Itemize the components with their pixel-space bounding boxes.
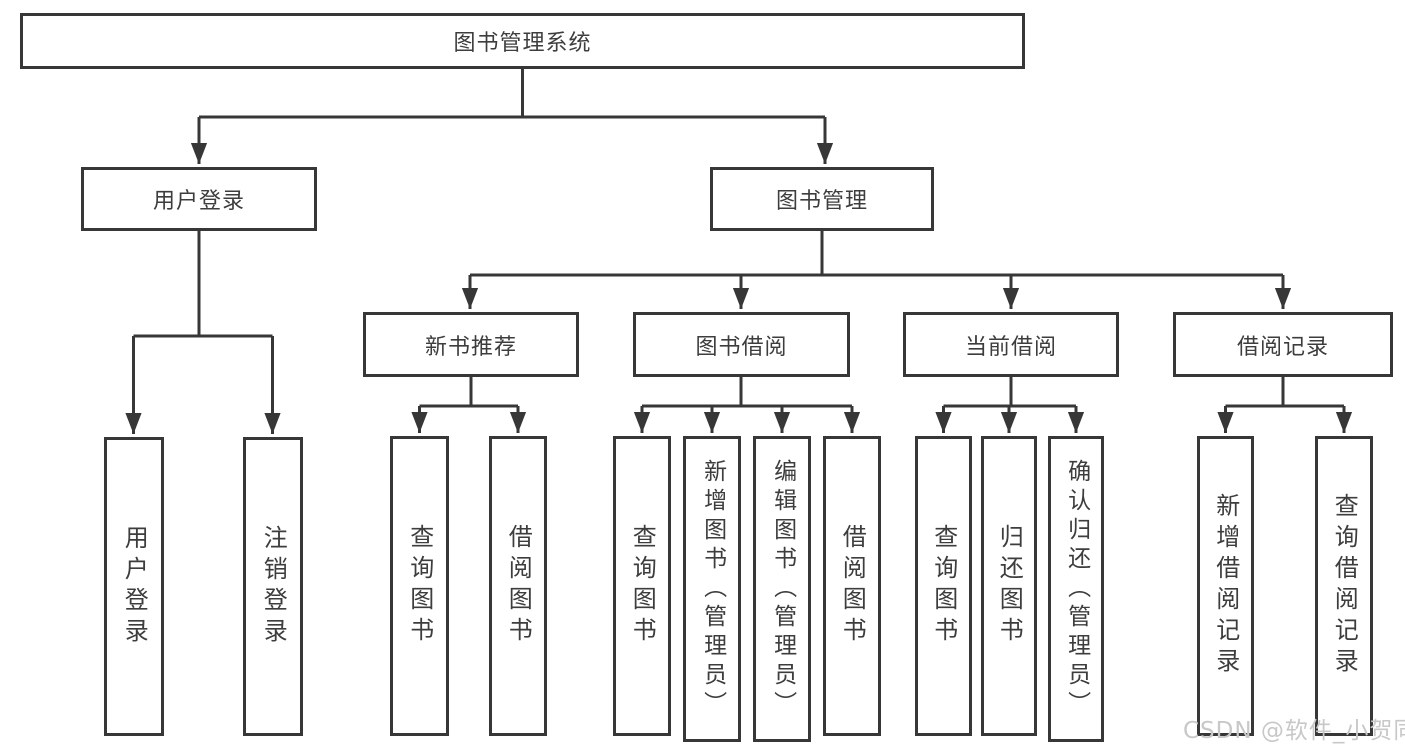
node-label: 用户登录 (152, 189, 245, 214)
leaf-add-borrow-record: 新增借阅记录 (1197, 436, 1254, 736)
node-label: 当前借阅 (964, 334, 1057, 360)
node-library-management-system: 图书管理系统 (20, 13, 1025, 69)
leaf-return-books: 归还图书 (981, 436, 1037, 736)
leaf-add-books-admin: 新增图书（管理员） (683, 436, 741, 742)
leaf-query-books-2: 查询图书 (613, 436, 671, 736)
node-label: 图书管理 (775, 189, 868, 214)
leaf-query-borrow-record: 查询借阅记录 (1315, 436, 1373, 736)
node-label: 借阅记录 (1236, 334, 1329, 360)
leaf-borrow-books-1: 借阅图书 (489, 436, 547, 736)
node-label: 新书推荐 (424, 334, 517, 360)
node-label: 图书管理系统 (453, 31, 592, 56)
node-label: 注销登录 (259, 524, 288, 649)
node-label: 新增借阅记录 (1211, 493, 1240, 679)
node-user-login: 用户登录 (81, 167, 317, 231)
node-label: 查询图书 (929, 524, 958, 648)
node-book-management: 图书管理 (710, 167, 934, 231)
node-label: 查询借阅记录 (1330, 493, 1359, 679)
leaf-query-books-3: 查询图书 (915, 436, 972, 736)
node-label: 图书借阅 (695, 334, 788, 360)
node-label: 查询图书 (628, 524, 657, 648)
leaf-logout: 注销登录 (243, 437, 303, 736)
leaf-query-books-1: 查询图书 (390, 436, 449, 736)
node-label: 借阅图书 (838, 524, 867, 648)
node-book-borrowing: 图书借阅 (633, 312, 850, 377)
node-label: 新增图书（管理员） (699, 458, 726, 720)
node-current-borrowing: 当前借阅 (903, 312, 1119, 377)
node-label: 用户登录 (120, 524, 149, 649)
node-label: 归还图书 (995, 524, 1024, 648)
leaf-confirm-return-admin: 确认归还（管理员） (1048, 436, 1104, 742)
node-label: 确认归还（管理员） (1063, 458, 1090, 720)
watermark: CSDN @软件_小贺同学 (1183, 718, 1405, 744)
leaf-edit-books-admin: 编辑图书（管理员） (753, 436, 811, 742)
leaf-borrow-books-2: 借阅图书 (823, 436, 881, 736)
node-label: 借阅图书 (504, 524, 533, 648)
node-label: 查询图书 (405, 524, 434, 648)
leaf-user-login: 用户登录 (104, 437, 164, 736)
node-label: 编辑图书（管理员） (769, 458, 796, 720)
node-borrowing-records: 借阅记录 (1173, 312, 1393, 377)
node-new-book-recommend: 新书推荐 (363, 312, 579, 377)
